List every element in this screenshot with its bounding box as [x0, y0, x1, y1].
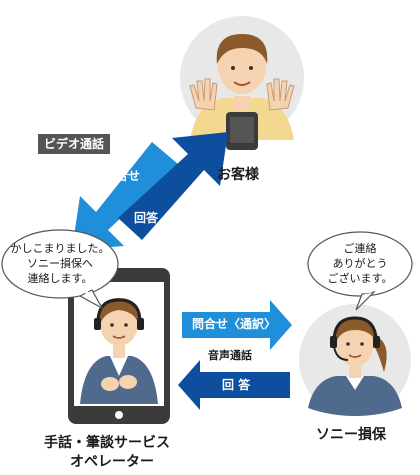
- sony-label: ソニー損保: [316, 427, 386, 443]
- customer-figure: [180, 16, 304, 150]
- operator-label-line2: オペレーター: [70, 454, 154, 470]
- customer-label: お客様: [217, 167, 259, 183]
- answer-interpreted-arrow: [118, 132, 228, 240]
- sony-speech-bubble: [307, 231, 413, 311]
- sony-bubble-line1: ご連絡: [343, 242, 377, 255]
- inquiry-tag: 問合せ: [104, 169, 141, 183]
- voice-call-label: 音声通話: [208, 349, 252, 362]
- sony-bubble-line3: ございます。: [327, 272, 393, 285]
- sony-bubble-text: ご連絡 ありがとう ございます。: [312, 241, 408, 286]
- inquiry-interpreted-tag: 問合せ〈通訳〉: [192, 317, 277, 331]
- operator-bubble-text: かしこまりました。 ソニー損保へ 連絡します。: [6, 241, 114, 286]
- sony-agent-figure: [299, 304, 411, 416]
- operator-bubble-line1: かしこまりました。: [10, 242, 110, 255]
- operator-speech-bubble: [1, 229, 119, 310]
- answer-tag: 回 答: [222, 378, 251, 392]
- inquiry-arrow: [72, 142, 178, 250]
- video-call-tag: ビデオ通話: [38, 134, 111, 154]
- answer-arrow: [178, 360, 290, 410]
- operator-bubble-line3: 連絡します。: [27, 272, 93, 285]
- operator-label-line1: 手話・筆談サービス: [44, 435, 170, 451]
- operator-figure: [68, 268, 170, 424]
- operator-bubble-line2: ソニー損保へ: [27, 257, 93, 270]
- inquiry-interpreted-arrow: [182, 300, 292, 350]
- answer-interpreted-tag: 回答〈通訳〉: [134, 211, 207, 225]
- sony-bubble-line2: ありがとう: [332, 257, 388, 270]
